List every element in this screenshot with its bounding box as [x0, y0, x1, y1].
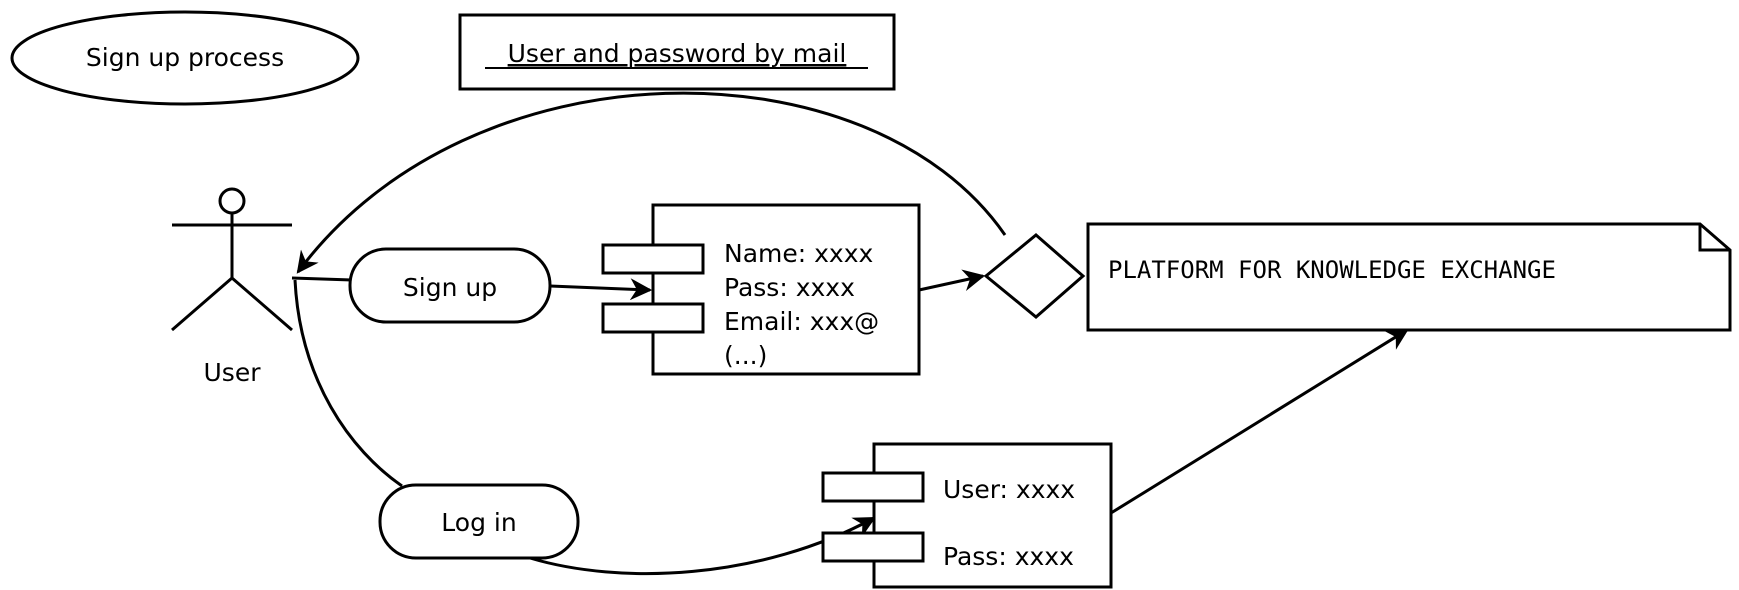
- signup-to-form-arrow: [549, 278, 653, 301]
- process-title-text: Sign up process: [86, 43, 284, 72]
- signup-form-line: Name: xxxx: [724, 239, 873, 268]
- signup-usecase-label: Sign up: [403, 273, 497, 302]
- login-form-component: User: xxxx Pass: xxxx: [821, 442, 1113, 589]
- platform-note: PLATFORM FOR KNOWLEDGE EXCHANGE: [1086, 222, 1732, 332]
- process-title-ellipse: Sign up process: [10, 10, 360, 106]
- login-form-port-top: [821, 471, 925, 503]
- login-form-line: User: xxxx: [943, 475, 1075, 504]
- platform-note-fold: [1698, 224, 1730, 252]
- login-form-port-bottom: [821, 531, 925, 563]
- signup-usecase: Sign up: [348, 247, 552, 324]
- login-form-line: Pass: xxxx: [943, 542, 1074, 571]
- login-usecase-label: Log in: [441, 508, 516, 537]
- actor-signup-link: [291, 276, 353, 282]
- login-form-body: [872, 442, 1113, 589]
- signup-form-component: Name: xxxx Pass: xxxx Email: xxx@ (...): [601, 203, 921, 376]
- signup-form-port-bottom: [601, 302, 705, 334]
- form-to-decision-arrow: [918, 269, 986, 292]
- signup-form-body: [651, 203, 921, 376]
- signup-form-line: Email: xxx@: [724, 307, 879, 336]
- platform-label: PLATFORM FOR KNOWLEDGE EXCHANGE: [1108, 256, 1556, 284]
- mail-note-box: User and password by mail: [458, 13, 896, 91]
- login-to-platform-arrow: [1110, 328, 1409, 515]
- signup-form-port-top: [601, 243, 705, 275]
- signup-form-line: Pass: xxxx: [724, 273, 855, 302]
- login-usecase: Log in: [378, 483, 580, 560]
- mail-return-arrow: [296, 91, 1007, 274]
- signup-form-line: (...): [724, 341, 767, 370]
- decision-diamond: [983, 233, 1086, 319]
- actor-login-link: [293, 279, 403, 488]
- user-actor: User: [171, 187, 293, 387]
- actor-head: [218, 187, 246, 215]
- actor-label: User: [204, 358, 262, 387]
- platform-note-body: [1086, 222, 1732, 332]
- mail-note-text: User and password by mail: [508, 39, 847, 68]
